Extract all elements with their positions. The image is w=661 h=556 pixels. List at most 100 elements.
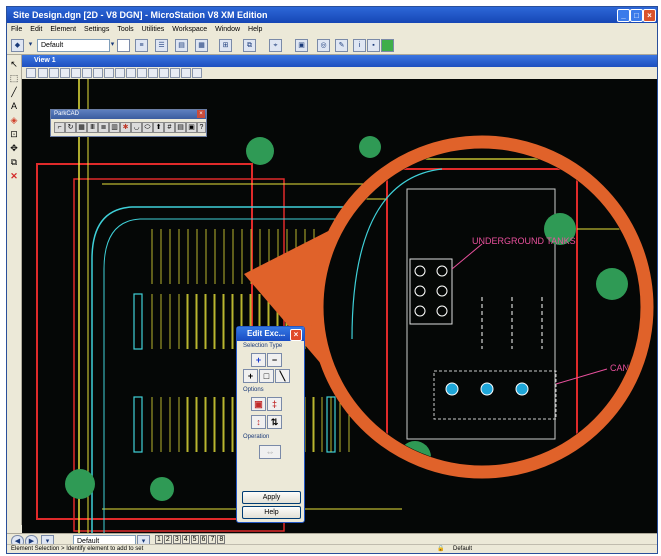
menu-help[interactable]: Help — [248, 26, 263, 33]
menu-tools[interactable]: Tools — [117, 26, 134, 33]
aisle-icon[interactable]: ▥ — [109, 122, 120, 133]
chevron-down-icon[interactable]: ▾ — [110, 41, 115, 48]
swap-option-button[interactable]: ⇅ — [267, 415, 282, 429]
move-icon[interactable]: ✥ — [10, 143, 18, 153]
brush-icon[interactable]: ✎ — [335, 39, 348, 52]
dialog-title: Edit Exc... — [247, 329, 286, 338]
render-icon[interactable] — [137, 68, 147, 78]
main-tool-strip: ↖ ⬚ ╱ A ◈ ⊡ ✥ ⧉ ✕ — [7, 55, 22, 525]
marker-option-button[interactable]: ‡ — [267, 397, 282, 411]
view-next-icon[interactable] — [115, 68, 125, 78]
report-icon[interactable]: ▤ — [175, 122, 186, 133]
display-style-icon[interactable] — [181, 68, 191, 78]
flip-option-button[interactable]: ↕ — [251, 415, 266, 429]
curb-line — [103, 218, 352, 533]
copy-element-icon[interactable]: ⧉ — [10, 157, 18, 167]
camera-icon[interactable] — [148, 68, 158, 78]
place-text-icon[interactable]: A — [10, 101, 17, 111]
pan-view-icon[interactable] — [93, 68, 103, 78]
menu-element[interactable]: Element — [50, 26, 77, 33]
view-button-3[interactable]: 3 — [172, 535, 181, 544]
cell-icon[interactable]: ◎ — [317, 39, 330, 52]
lock-icon[interactable]: 🔒 — [437, 546, 445, 552]
box-selection-button[interactable]: □ — [259, 369, 274, 383]
line-style-icon[interactable]: ≡ — [135, 39, 148, 52]
menu-file[interactable]: File — [11, 26, 23, 33]
menu-window[interactable]: Window — [215, 26, 241, 33]
line-weight-icon[interactable]: ☰ — [155, 39, 168, 52]
level-manager-icon[interactable]: ◆ — [11, 39, 24, 52]
info-icon[interactable]: i — [353, 39, 366, 52]
dialog-title-bar: Edit Exc... × — [237, 327, 304, 341]
fit-view-icon[interactable] — [71, 68, 81, 78]
globe-icon[interactable] — [381, 39, 394, 52]
fence-icon[interactable]: ⊞ — [219, 39, 232, 52]
maximize-button[interactable]: □ — [630, 9, 643, 22]
measure-icon[interactable]: ⊡ — [10, 129, 18, 139]
color-icon[interactable] — [117, 39, 130, 52]
close-button[interactable]: × — [643, 9, 656, 22]
minimize-button[interactable]: _ — [617, 9, 630, 22]
zoom-in-icon[interactable] — [38, 68, 48, 78]
island-icon[interactable]: ⬭ — [142, 122, 153, 133]
view-button-4[interactable]: 4 — [181, 535, 190, 544]
close-icon[interactable]: × — [197, 110, 205, 118]
menu-edit[interactable]: Edit — [30, 26, 43, 33]
view-title-bar: View 1 — [22, 55, 657, 67]
stall-icon[interactable]: Ⅲ — [87, 122, 98, 133]
clip-mask-icon[interactable] — [170, 68, 180, 78]
view-button-2[interactable]: 2 — [163, 535, 172, 544]
arrow-icon[interactable]: ⬆ — [153, 122, 164, 133]
help-button[interactable]: Help — [242, 506, 301, 519]
transparency-icon[interactable]: ▤ — [175, 39, 188, 52]
clip-volume-icon[interactable] — [159, 68, 169, 78]
priority-icon[interactable]: ▦ — [195, 39, 208, 52]
window-area-icon[interactable] — [60, 68, 70, 78]
close-button[interactable]: × — [290, 329, 302, 341]
view-button-1[interactable]: 1 — [155, 535, 163, 544]
select-icon[interactable]: ⬚ — [9, 73, 19, 83]
raster-icon[interactable]: ▣ — [295, 39, 308, 52]
active-level-combo[interactable]: Default — [37, 39, 110, 52]
copy-icon[interactable]: ⧉ — [243, 39, 256, 52]
view-button-6[interactable]: 6 — [199, 535, 208, 544]
grid-icon[interactable]: ▦ — [76, 122, 87, 133]
menu-utilities[interactable]: Utilities — [141, 26, 165, 33]
menu-settings[interactable]: Settings — [84, 26, 110, 33]
operation-button[interactable]: ⇔ — [259, 445, 281, 459]
row-icon[interactable]: ≣ — [98, 122, 109, 133]
place-line-icon[interactable]: ╱ — [11, 87, 17, 97]
delete-icon[interactable]: ✕ — [10, 171, 18, 181]
rotate-view-icon[interactable] — [82, 68, 92, 78]
zoom-out-icon[interactable] — [49, 68, 59, 78]
line-selection-button[interactable]: ╲ — [275, 369, 290, 383]
cross-selection-button[interactable]: + — [243, 369, 258, 383]
stall-option-button[interactable]: ▣ — [251, 397, 266, 411]
subtract-selection-button[interactable]: − — [267, 353, 282, 367]
refresh-icon[interactable] — [192, 68, 202, 78]
rotate-icon[interactable]: ↻ — [65, 122, 76, 133]
help-icon[interactable]: ? — [197, 122, 206, 133]
menu-workspace[interactable]: Workspace — [172, 26, 208, 33]
add-selection-button[interactable]: + — [251, 353, 266, 367]
curve-icon[interactable]: ◡ — [131, 122, 142, 133]
layout-icon[interactable]: ⌐ — [54, 122, 65, 133]
snap-icon[interactable]: ⌖ — [269, 39, 282, 52]
operation-label: Operation — [243, 434, 270, 440]
view-attributes-icon[interactable] — [26, 68, 36, 78]
chevron-down-icon[interactable]: ▾ — [28, 41, 33, 48]
view-title: View 1 — [34, 57, 56, 64]
pointer-icon[interactable]: ↖ — [10, 59, 18, 69]
view-button-5[interactable]: 5 — [190, 535, 199, 544]
drawing-canvas[interactable]: UNDERGROUND TANKS CANOPY ParkCAD × ⌐ ↻ ▦… — [22, 79, 657, 533]
copy-view-icon[interactable] — [126, 68, 136, 78]
apply-button[interactable]: Apply — [242, 491, 301, 504]
view-previous-icon[interactable] — [104, 68, 114, 78]
count-icon[interactable]: # — [164, 122, 175, 133]
symbol-icon[interactable]: ✱ — [120, 122, 131, 133]
fill-icon[interactable]: ◈ — [10, 115, 18, 125]
image-icon[interactable]: ▪ — [367, 39, 380, 52]
settings-icon[interactable]: ▣ — [186, 122, 197, 133]
view-button-7[interactable]: 7 — [208, 535, 217, 544]
view-button-8[interactable]: 8 — [217, 535, 226, 544]
